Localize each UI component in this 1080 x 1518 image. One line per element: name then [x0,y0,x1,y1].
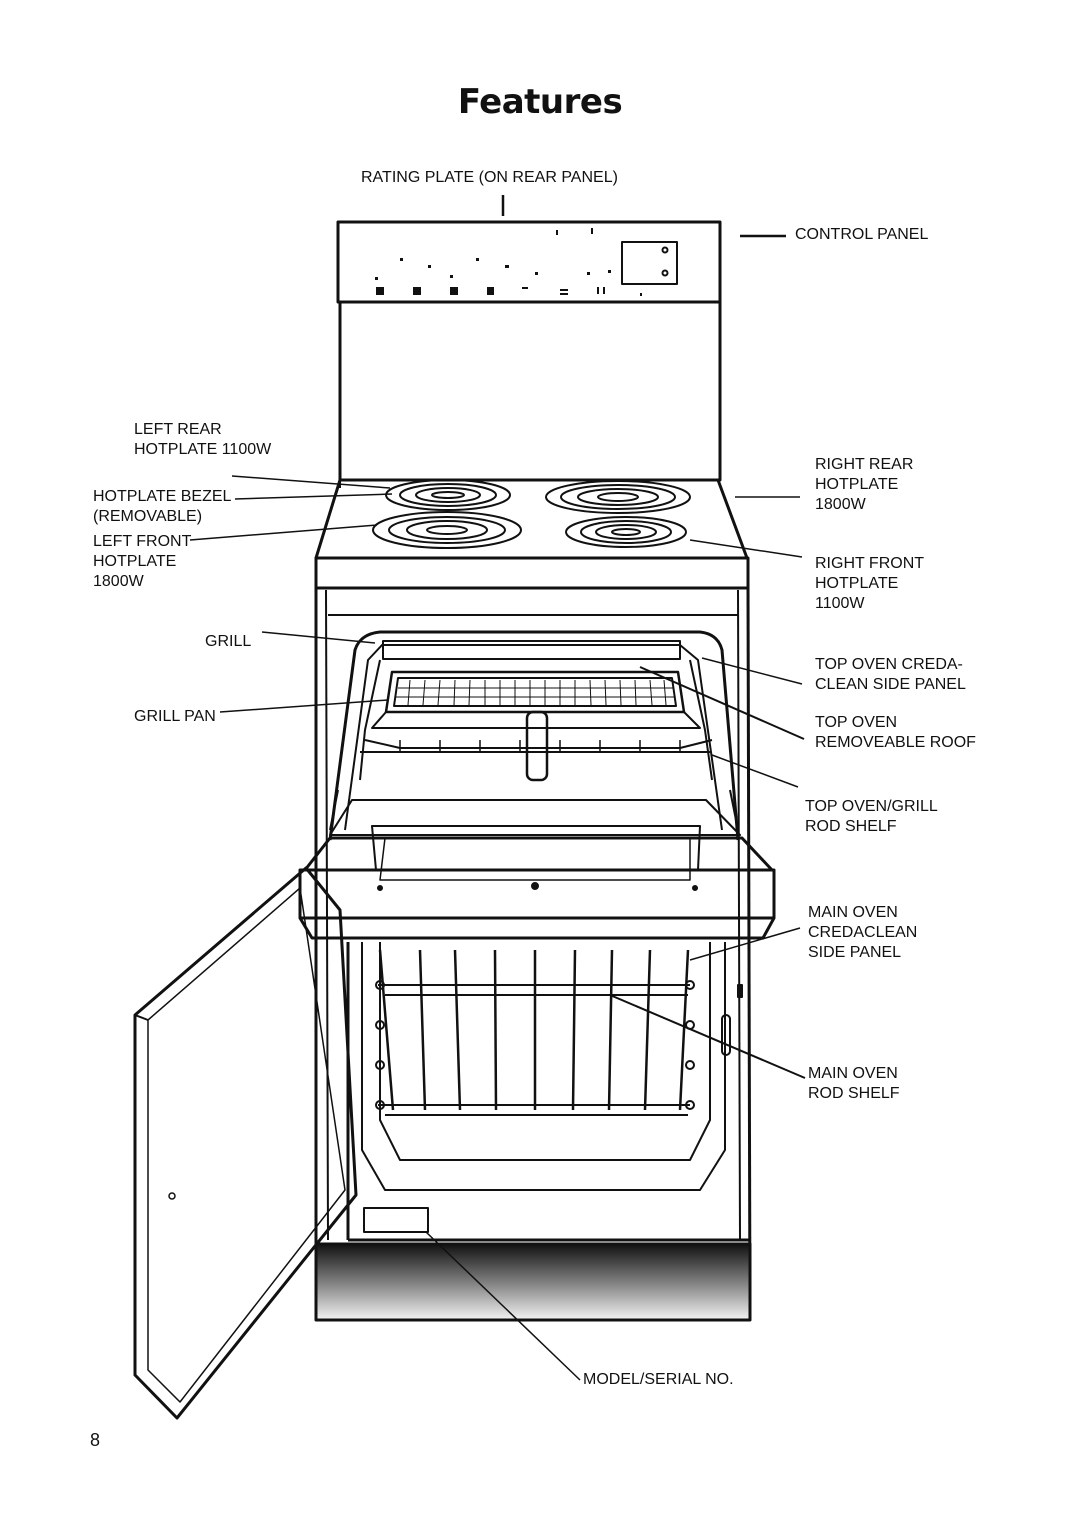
label-top-oven-side-panel: TOP OVEN CREDA- CLEAN SIDE PANEL [815,656,966,693]
label-control-panel: CONTROL PANEL [795,226,929,243]
leader-lines [189,195,806,1381]
cabinet [314,587,752,1321]
plinth [314,1242,752,1322]
page-number: 8 [90,1430,101,1450]
label-left-front-hotplate: LEFT FRONT HOTPLATE 1800W [93,533,192,590]
label-rating-plate: RATING PLATE (ON REAR PANEL) [361,169,618,186]
main-oven-door [133,866,358,1420]
label-grill: GRILL [205,633,252,650]
label-top-oven-roof: TOP OVEN REMOVEABLE ROOF [815,714,976,751]
label-main-oven-rod-shelf: MAIN OVEN ROD SHELF [808,1065,900,1102]
control-panel [336,220,722,304]
label-right-front-hotplate: RIGHT FRONT HOTPLATE 1100W [815,555,925,612]
label-main-oven-side-panel: MAIN OVEN CREDACLEAN SIDE PANEL [808,904,918,961]
page-title: Features [457,82,623,122]
label-right-rear-hotplate: RIGHT REAR HOTPLATE 1800W [815,456,914,513]
label-model-serial: MODEL/SERIAL NO. [583,1371,734,1388]
hotplates [372,479,691,549]
label-left-rear-hotplate: LEFT REAR HOTPLATE 1100W [134,421,272,458]
hob-top [314,478,749,560]
label-hotplate-bezel: HOTPLATE BEZEL (REMOVABLE) [93,488,232,525]
label-grill-pan: GRILL PAN [134,708,216,725]
top-oven [328,630,740,841]
label-top-oven-rod-shelf: TOP OVEN/GRILL ROD SHELF [805,798,938,835]
model-serial-plate [363,1207,429,1233]
main-oven [346,942,750,1242]
backguard [338,300,722,482]
top-oven-door [298,799,776,940]
